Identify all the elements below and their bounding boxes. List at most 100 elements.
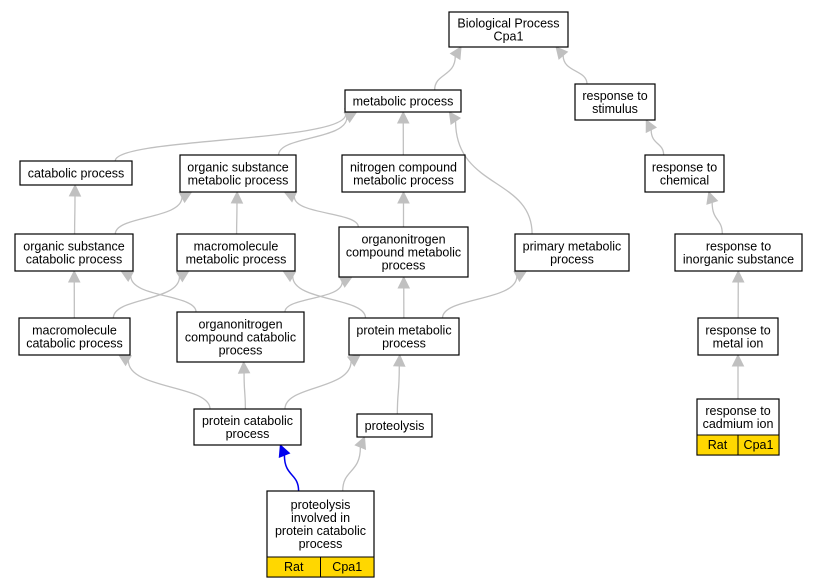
edge-org_sub_metabolic-to-metabolic — [277, 117, 348, 156]
node-label-line: metabolic process — [353, 95, 454, 109]
node-box — [348, 317, 460, 356]
arrowhead-org_sub_catabolic-to-catabolic — [68, 183, 82, 197]
node-label-line: compound metabolic — [346, 246, 461, 260]
node-label-line: process — [382, 337, 426, 351]
node-label-line: process — [550, 253, 594, 267]
node-box — [18, 317, 131, 356]
species-label: Rat — [284, 560, 304, 574]
edge-proteolysis_pc-to-protein_catabolic — [283, 455, 300, 492]
node-label-line: organonitrogen — [198, 318, 282, 332]
node-label-line: chemical — [660, 174, 709, 188]
node-label-line: stimulus — [592, 102, 638, 116]
node-box — [338, 226, 469, 278]
arrowhead-response_cadmium-to-response_metal — [731, 353, 745, 367]
node-label-line: metabolic process — [186, 253, 287, 267]
arrowhead-macro_catabolic-to-org_sub_catabolic — [67, 269, 81, 283]
edge-metabolic-to-bp — [434, 56, 456, 91]
edge-primary_metabolic-to-metabolic — [454, 121, 533, 235]
node-label-line: metabolic process — [353, 174, 454, 188]
arrowhead-protein_catabolic-to-protein_metabolic — [346, 354, 361, 367]
arrowhead-primary_metabolic-to-metabolic — [448, 111, 462, 126]
edge-orgN_metabolic-to-org_sub_metabolic — [293, 196, 359, 228]
node-label-line: metabolic process — [188, 174, 289, 188]
node-label-line: organic substance — [187, 161, 289, 175]
edge-macro_catabolic-to-macro_metabolic — [112, 276, 181, 319]
node-label-line: compound catabolic — [185, 331, 296, 345]
gene-cell — [737, 434, 780, 456]
node-label-line: proteolysis — [365, 419, 425, 433]
edge-orgN_catabolic-to-org_sub_catabolic — [130, 276, 197, 313]
node-box — [179, 154, 297, 193]
edge-proteolysis-to-protein_metabolic — [396, 365, 400, 415]
arrowhead-proteolysis_pc-to-proteolysis — [354, 435, 367, 451]
node-label-line: catabolic process — [26, 253, 123, 267]
edge-protein_catabolic-to-protein_metabolic — [284, 361, 352, 410]
arrowhead-response_chemical-to-response_stimulus — [645, 118, 658, 134]
go-node-metabolic[interactable]: metabolic process — [344, 89, 462, 113]
arrowhead-response_inorganic-to-response_chemical — [706, 190, 719, 205]
edge-response_inorganic-to-response_chemical — [711, 202, 723, 235]
arrowhead-macro_metabolic-to-org_sub_metabolic — [230, 190, 244, 204]
species-label: Rat — [708, 438, 728, 452]
node-box — [356, 413, 433, 438]
node-label-line: protein metabolic — [356, 324, 451, 338]
node-box — [344, 89, 462, 113]
node-label-line: response to — [706, 240, 771, 254]
edge-layer — [67, 46, 745, 492]
gene-cell — [320, 556, 375, 578]
edge-org_sub_catabolic-to-org_sub_metabolic — [114, 197, 183, 235]
node-label-line: response to — [705, 324, 770, 338]
node-box — [448, 11, 569, 48]
node-label-line: protein catabolic — [275, 524, 366, 538]
node-label-line: response to — [582, 89, 647, 103]
gene-label: Cpa1 — [744, 438, 774, 452]
node-box — [19, 160, 133, 186]
arrowhead-nitrogen_metabolic-to-metabolic — [396, 110, 410, 124]
arrowhead-orgN_metabolic-to-nitrogen_metabolic — [397, 190, 410, 204]
node-box — [14, 233, 134, 272]
edge-protein_catabolic-to-orgN_catabolic — [243, 372, 247, 410]
go-node-proteolysis[interactable]: proteolysis — [356, 413, 433, 438]
node-label-line: involved in — [291, 511, 350, 525]
node-label-line: protein catabolic — [202, 414, 293, 428]
gene-label: Cpa1 — [332, 560, 362, 574]
node-box — [176, 233, 296, 272]
arrowhead-metabolic-to-bp — [449, 46, 462, 61]
edge-response_stimulus-to-bp — [562, 55, 588, 85]
arrowhead-response_stimulus-to-bp — [555, 46, 569, 60]
node-label-line: primary metabolic — [523, 240, 622, 254]
arrowhead-macro_catabolic-to-macro_metabolic — [175, 270, 190, 283]
node-label-line: catabolic process — [28, 167, 125, 181]
go-node-catabolic[interactable]: catabolic process — [19, 160, 133, 186]
node-box — [514, 233, 630, 272]
arrowhead-protein_metabolic-to-orgN_metabolic — [397, 275, 411, 289]
node-box — [674, 233, 803, 272]
arrowhead-proteolysis-to-protein_metabolic — [392, 353, 406, 367]
node-label-line: response to — [652, 161, 717, 175]
node-label-line: response to — [705, 404, 770, 418]
node-label-line: process — [382, 259, 426, 273]
node-label-line: process — [226, 427, 270, 441]
node-label-line: organic substance — [23, 240, 125, 254]
node-label-line: organonitrogen — [361, 233, 445, 247]
node-label-line: process — [219, 344, 263, 358]
